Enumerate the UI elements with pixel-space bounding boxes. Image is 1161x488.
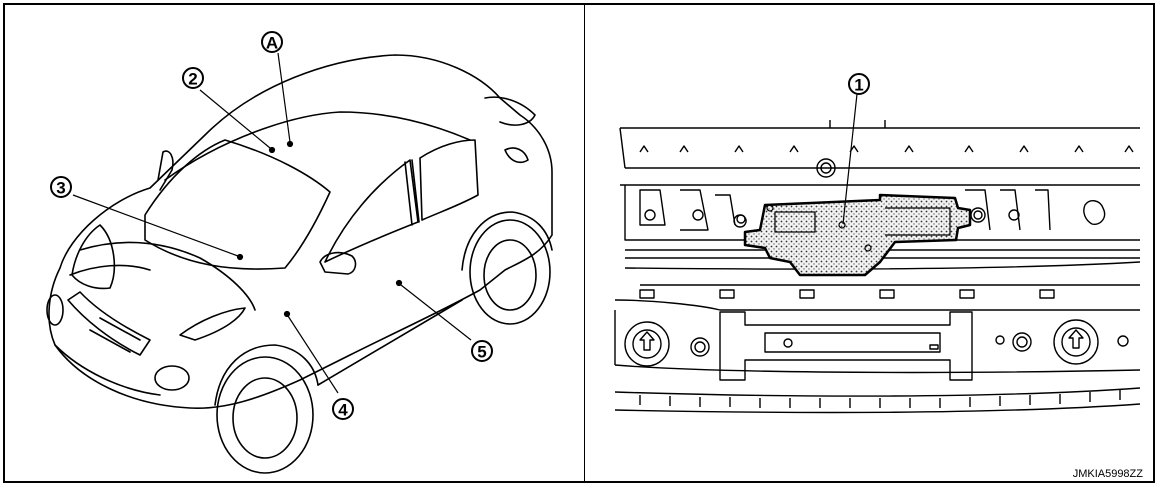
front-side-window [324, 159, 419, 263]
callout-2: 2 [188, 70, 197, 89]
pillar [404, 159, 420, 226]
door-lock-actuator [743, 193, 972, 277]
front-wheel [216, 356, 314, 474]
front-bumper [54, 344, 161, 396]
rear-wheel [469, 219, 551, 325]
windshield [144, 139, 331, 270]
component-detail-panel [614, 120, 1141, 414]
rear-side-window [419, 139, 479, 221]
callout-1: 1 [854, 76, 863, 95]
vehicle-body-outline [48, 54, 553, 410]
callout-4: 4 [338, 401, 348, 420]
callout-3: 3 [56, 179, 65, 198]
callout-5: 5 [477, 343, 486, 362]
callout-A: A [266, 34, 278, 53]
figure-code: JMKIA5998ZZ [1072, 468, 1143, 480]
rear-wheel-arch [461, 211, 553, 271]
headlight [71, 224, 116, 290]
grille [67, 291, 151, 356]
antenna [157, 150, 174, 191]
rear-spoiler [484, 96, 536, 126]
side-mirror [319, 251, 357, 275]
roof-line [164, 111, 471, 181]
fog-lamp-left [46, 294, 64, 326]
panel-divider [584, 3, 585, 483]
side-lamp [179, 307, 246, 341]
fog-lamp-right [154, 365, 190, 391]
front-wheel-arch [214, 344, 319, 406]
